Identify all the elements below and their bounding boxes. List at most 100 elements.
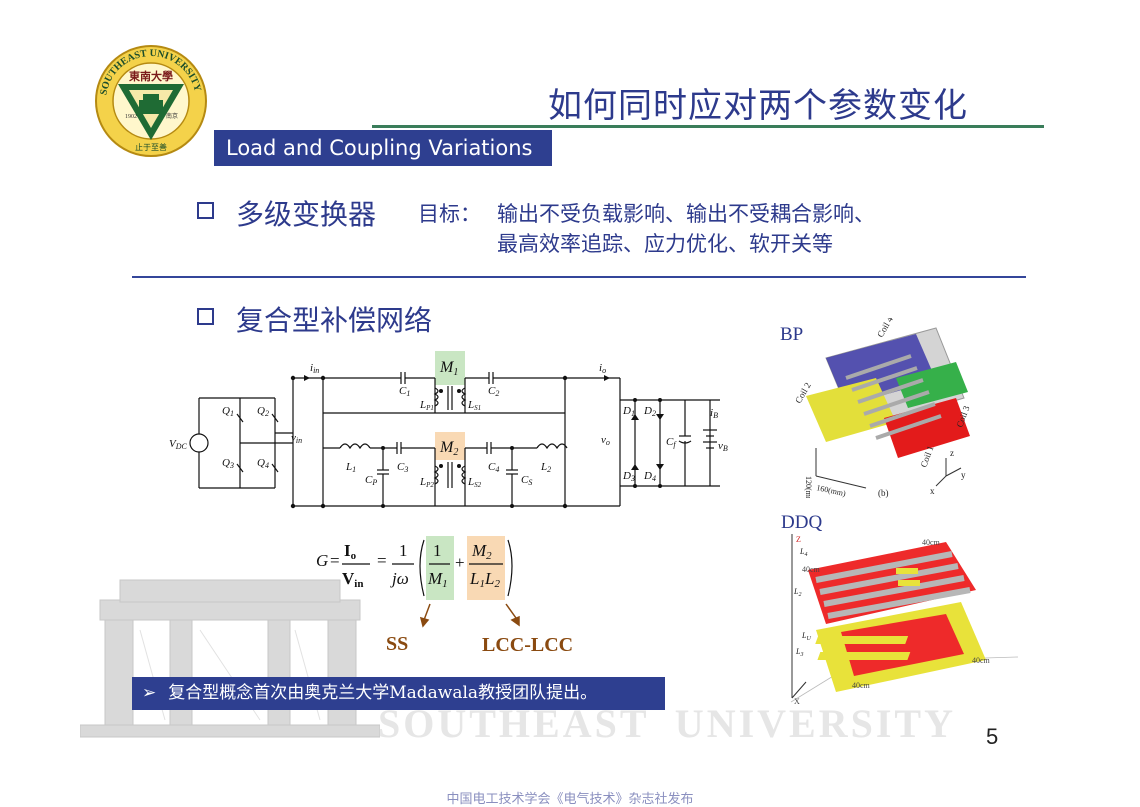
ddq-dim-40c: 40cm	[972, 656, 991, 665]
slide-title: 如何同时应对两个参数变化	[548, 86, 968, 126]
label-c4-sub: 4	[495, 465, 499, 474]
label-vo-sub: o	[606, 438, 610, 447]
svg-text:M1: M1	[439, 359, 458, 378]
label-c1-sub: 1	[406, 389, 410, 398]
svg-text:LP2: LP2	[419, 476, 434, 489]
formula-m1-highlight	[426, 536, 454, 600]
formula-m2: M	[471, 541, 487, 560]
bp-axis-x: x	[930, 486, 935, 496]
svg-text:CP: CP	[365, 474, 377, 487]
svg-text:D4: D4	[643, 470, 656, 483]
ddq-lu-sub: U	[806, 636, 811, 642]
label-vb: v	[718, 440, 723, 452]
svg-text:Q4: Q4	[257, 457, 269, 470]
label-c1: C	[399, 385, 407, 397]
goal-line-1: 输出不受负载影响、输出不受耦合影响、	[497, 202, 875, 226]
svg-text:LP1: LP1	[419, 399, 434, 412]
label-l2-sub: 2	[547, 465, 551, 474]
svg-text:Q3: Q3	[222, 457, 234, 470]
ddq-lu: L	[801, 631, 807, 640]
svg-text:C1: C1	[399, 385, 410, 398]
bullet-square-icon	[197, 202, 214, 219]
label-d3: D	[622, 470, 631, 482]
formula-l1: L	[469, 569, 479, 588]
label-d2-sub: 2	[652, 409, 656, 418]
bp-pad-illustration: Coil 4 Coil 2 Coil 3 Coil 1 120(mm) 160(…	[793, 318, 972, 498]
label-lcc-lcc: LCC-LCC	[482, 634, 574, 656]
logo-motto: 止于至善	[135, 142, 167, 152]
formula-l1-sub: 1	[479, 578, 485, 590]
label-ib: i	[710, 407, 713, 419]
formula-m1-sub: 1	[442, 578, 448, 590]
label-m2-sub: 2	[453, 447, 458, 458]
formula-one-b: 1	[433, 541, 442, 560]
label-ib-sub: B	[713, 411, 718, 420]
formula-plus: +	[455, 553, 465, 572]
section-heading-multistage: 多级变换器	[236, 198, 377, 231]
formula-jw: jω	[390, 569, 409, 588]
label-d3-sub: 3	[630, 474, 635, 483]
circuit-schematic: VDC Q1 Q2 Q3 Q4 vin iin C1 C2 M1 LP1 LS1…	[169, 351, 728, 509]
goal-label: 目标：	[418, 202, 481, 226]
label-iin: i	[310, 362, 313, 374]
slide-subtitle-banner: Load and Coupling Variations	[214, 130, 552, 166]
label-c2-sub: 2	[495, 389, 499, 398]
bp-dim-120: 120(mm)	[804, 476, 813, 498]
svg-text:C2: C2	[488, 385, 499, 398]
ddq-l4: L	[799, 547, 805, 556]
bp-figure-tag: (b)	[878, 488, 889, 498]
transfer-function-formula: G = Io Vin = 1 jω 1 M1 + M2 L1L2	[316, 536, 513, 600]
label-q3-sub: 3	[229, 461, 234, 470]
bp-axis-y: y	[961, 470, 966, 480]
svg-text:Q1: Q1	[222, 405, 234, 418]
section-heading-hybrid-compensation: 复合型补偿网络	[236, 304, 433, 337]
label-d4: D	[643, 470, 652, 482]
label-lp1: L	[419, 399, 426, 411]
svg-text:L1: L1	[345, 461, 356, 474]
page-number: 5	[986, 724, 999, 749]
label-q1: Q	[222, 405, 230, 417]
label-d1: D	[622, 405, 631, 417]
ddq-dim-40a: 40cm	[922, 538, 941, 547]
formula-one-a: 1	[399, 541, 408, 560]
label-q1-sub: 1	[230, 409, 234, 418]
label-ls1-sub: S1	[474, 404, 481, 412]
label-c3: C	[397, 461, 405, 473]
label-l1-sub: 1	[352, 465, 356, 474]
label-q2-sub: 2	[265, 409, 269, 418]
label-d1-sub: 1	[631, 409, 635, 418]
logo-place: 南京	[166, 112, 178, 120]
bp-label: BP	[780, 324, 804, 345]
label-c4: C	[488, 461, 496, 473]
goal-line-2: 最高效率追踪、应力优化、软开关等	[497, 232, 833, 256]
svg-text:iB: iB	[710, 407, 718, 420]
label-io: i	[599, 362, 602, 374]
label-lp2: L	[419, 476, 426, 488]
label-vo: v	[601, 434, 606, 446]
svg-text:L2: L2	[793, 587, 801, 598]
svg-text:VDC: VDC	[169, 438, 188, 451]
label-q4-sub: 4	[265, 461, 269, 470]
ddq-l3-sub: 3	[799, 652, 803, 658]
title-underline	[372, 125, 1044, 128]
label-c3-sub: 3	[403, 465, 408, 474]
svg-text:iin: iin	[310, 362, 319, 375]
svg-text:CS: CS	[521, 474, 532, 487]
formula-m2-sub: 2	[486, 550, 492, 562]
svg-text:LS1: LS1	[467, 399, 481, 412]
svg-text:C4: C4	[488, 461, 499, 474]
svg-text:Io: Io	[344, 541, 357, 562]
label-q3: Q	[222, 457, 230, 469]
formula-arrows	[420, 603, 520, 628]
label-vin-sub: in	[296, 436, 302, 445]
section-divider	[132, 276, 1026, 278]
label-c2: C	[488, 385, 496, 397]
m1-highlight	[435, 351, 465, 385]
logo-name-cn: 東南大學	[129, 69, 173, 83]
label-cp: C	[365, 474, 373, 486]
label-m1: M	[439, 359, 455, 376]
label-ls2: L	[467, 476, 474, 488]
svg-text:D3: D3	[622, 470, 635, 483]
formula-io-sub: o	[351, 550, 357, 562]
svg-text:M1: M1	[427, 569, 448, 590]
